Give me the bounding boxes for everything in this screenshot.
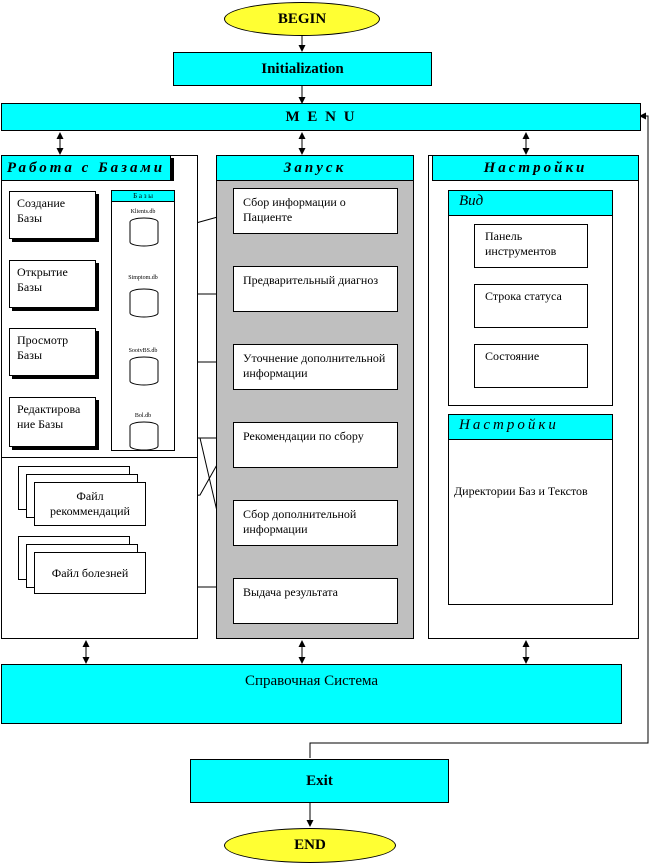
db-label-simptom-text: Simptom.db bbox=[128, 275, 158, 281]
db-label-sootvbs-text: SootvBS.db bbox=[128, 348, 158, 354]
view-title-text: Вид bbox=[459, 193, 484, 209]
begin-terminator: BEGIN bbox=[224, 2, 380, 36]
action-edit-label: Редактирова ние Базы bbox=[17, 402, 81, 431]
view-toolbar-label: Панель инструментов bbox=[485, 229, 557, 258]
step-recommendations-label: Рекомендации по сбору bbox=[243, 429, 364, 443]
settings-sub-title-text: Настройки bbox=[459, 417, 559, 433]
db-label-bol-text: Bol.db bbox=[134, 413, 152, 419]
step-refine-info-label: Уточнение дополнительной информации bbox=[243, 351, 386, 380]
end-label: END bbox=[294, 837, 326, 853]
step-recommendations: Рекомендации по сбору bbox=[233, 422, 398, 468]
settings-directories-label: Директории Баз и Текстов bbox=[454, 484, 588, 498]
action-create: Создание Базы bbox=[9, 191, 96, 239]
initialization-block: Initialization bbox=[173, 52, 432, 86]
databases-title-text: Б а з ы bbox=[133, 192, 153, 200]
db-label-simptom: Simptom.db bbox=[115, 275, 171, 281]
database-icon bbox=[129, 356, 159, 386]
step-output-result-label: Выдача результата bbox=[243, 585, 338, 599]
action-open: Открытие Базы bbox=[9, 260, 96, 308]
file-recommendations: Файл рекоммендаций bbox=[34, 482, 146, 526]
database-icon bbox=[129, 288, 159, 318]
database-icon bbox=[129, 217, 159, 247]
action-view-label: Просмотр Базы bbox=[17, 333, 69, 362]
action-open-label: Открытие Базы bbox=[17, 265, 68, 294]
db-label-klients-text: Klients.db bbox=[130, 209, 156, 215]
bases-column-title: Работа с Базами bbox=[1, 155, 171, 181]
bases-title-text: Работа с Базами bbox=[6, 159, 166, 176]
step-output-result: Выдача результата bbox=[233, 578, 398, 624]
action-edit: Редактирова ние Базы bbox=[9, 397, 96, 447]
view-statusbar: Строка статуса bbox=[474, 284, 588, 328]
run-title-text: Запуск bbox=[283, 159, 347, 176]
run-column-title: Запуск bbox=[216, 155, 414, 181]
run-column bbox=[216, 155, 414, 639]
step-preliminary-diagnosis-label: Предварительный диагноз bbox=[243, 273, 379, 287]
db-label-klients: Klients.db bbox=[115, 209, 171, 215]
help-label: Справочная Система bbox=[244, 673, 379, 689]
file-recommendations-label: Файл рекоммендаций bbox=[50, 489, 130, 518]
view-state: Состояние bbox=[474, 344, 588, 388]
file-diseases: Файл болезней bbox=[34, 552, 146, 594]
view-toolbar: Панель инструментов bbox=[474, 224, 588, 268]
view-statusbar-label: Строка статуса bbox=[485, 289, 562, 303]
menu-bar: M E N U bbox=[1, 103, 641, 131]
settings-column-title: Настройки bbox=[432, 155, 639, 181]
step-collect-patient-label: Сбор информации о Пациенте bbox=[243, 195, 346, 224]
settings-sub-panel bbox=[448, 414, 613, 605]
db-label-sootvbs: SootvBS.db bbox=[115, 348, 171, 354]
step-refine-info: Уточнение дополнительной информации bbox=[233, 344, 398, 390]
database-icon bbox=[129, 421, 159, 451]
settings-directories: Директории Баз и Текстов bbox=[454, 484, 609, 499]
settings-sub-title: Настройки bbox=[448, 414, 613, 440]
step-collect-additional: Сбор дополнительной информации bbox=[233, 500, 398, 546]
db-label-bol: Bol.db bbox=[115, 413, 171, 419]
init-label: Initialization bbox=[261, 60, 344, 77]
exit-block: Exit bbox=[190, 759, 449, 803]
databases-title: Б а з ы bbox=[111, 190, 175, 202]
settings-title-text: Настройки bbox=[483, 159, 588, 176]
step-preliminary-diagnosis: Предварительный диагноз bbox=[233, 266, 398, 312]
menu-label: M E N U bbox=[285, 108, 357, 125]
view-state-label: Состояние bbox=[485, 349, 540, 363]
action-create-label: Создание Базы bbox=[17, 196, 66, 225]
exit-label: Exit bbox=[306, 772, 333, 789]
end-terminator: END bbox=[224, 828, 396, 863]
file-diseases-label: Файл болезней bbox=[51, 565, 129, 580]
begin-label: BEGIN bbox=[277, 10, 327, 27]
view-panel-title: Вид bbox=[448, 190, 613, 216]
step-collect-patient: Сбор информации о Пациенте bbox=[233, 188, 398, 234]
step-collect-additional-label: Сбор дополнительной информации bbox=[243, 507, 357, 536]
action-view: Просмотр Базы bbox=[9, 328, 96, 376]
help-system: Справочная Система bbox=[1, 664, 622, 724]
